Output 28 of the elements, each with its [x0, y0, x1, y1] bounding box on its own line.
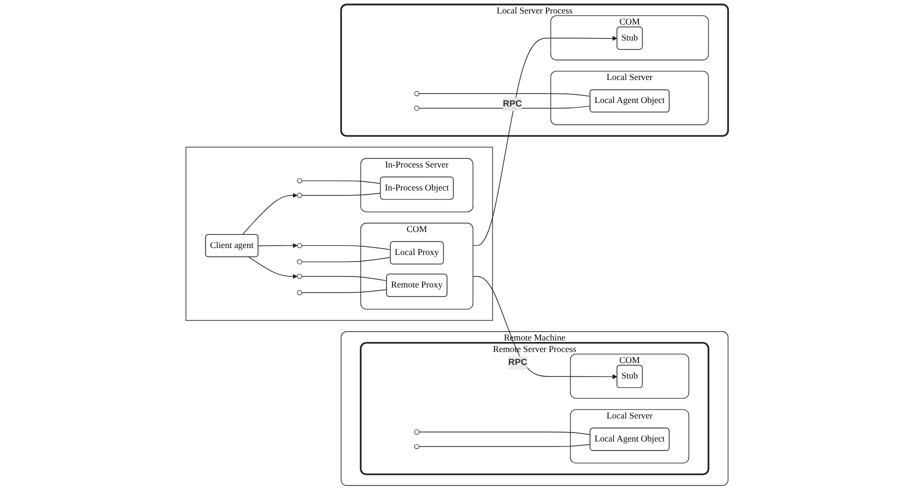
connector: [418, 93, 591, 97]
node-circle: [297, 259, 302, 264]
arrow: [472, 276, 618, 380]
arrow: [242, 192, 298, 235]
node-circle: [297, 192, 302, 198]
node-circle: [297, 274, 302, 279]
connector: [301, 257, 391, 262]
arrow: [258, 243, 298, 248]
connector: [301, 289, 388, 294]
arrow: [248, 256, 298, 279]
connector: [301, 276, 388, 282]
node-circle: [297, 178, 302, 184]
connector: [301, 180, 381, 184]
node-circle: [414, 429, 420, 435]
node-circle: [414, 444, 420, 450]
connector: [418, 106, 591, 109]
edge-label: RPC: [502, 99, 522, 109]
cluster: [186, 146, 493, 321]
connector: [418, 444, 591, 447]
node-circle: [414, 91, 420, 96]
connector: [301, 245, 391, 250]
connector: [418, 432, 591, 436]
connector: [301, 192, 381, 196]
arrow: [472, 36, 618, 246]
node-circle: [297, 242, 302, 248]
edge-label: RPC: [508, 358, 528, 368]
node-circle: [414, 106, 420, 111]
node-circle: [297, 290, 302, 296]
